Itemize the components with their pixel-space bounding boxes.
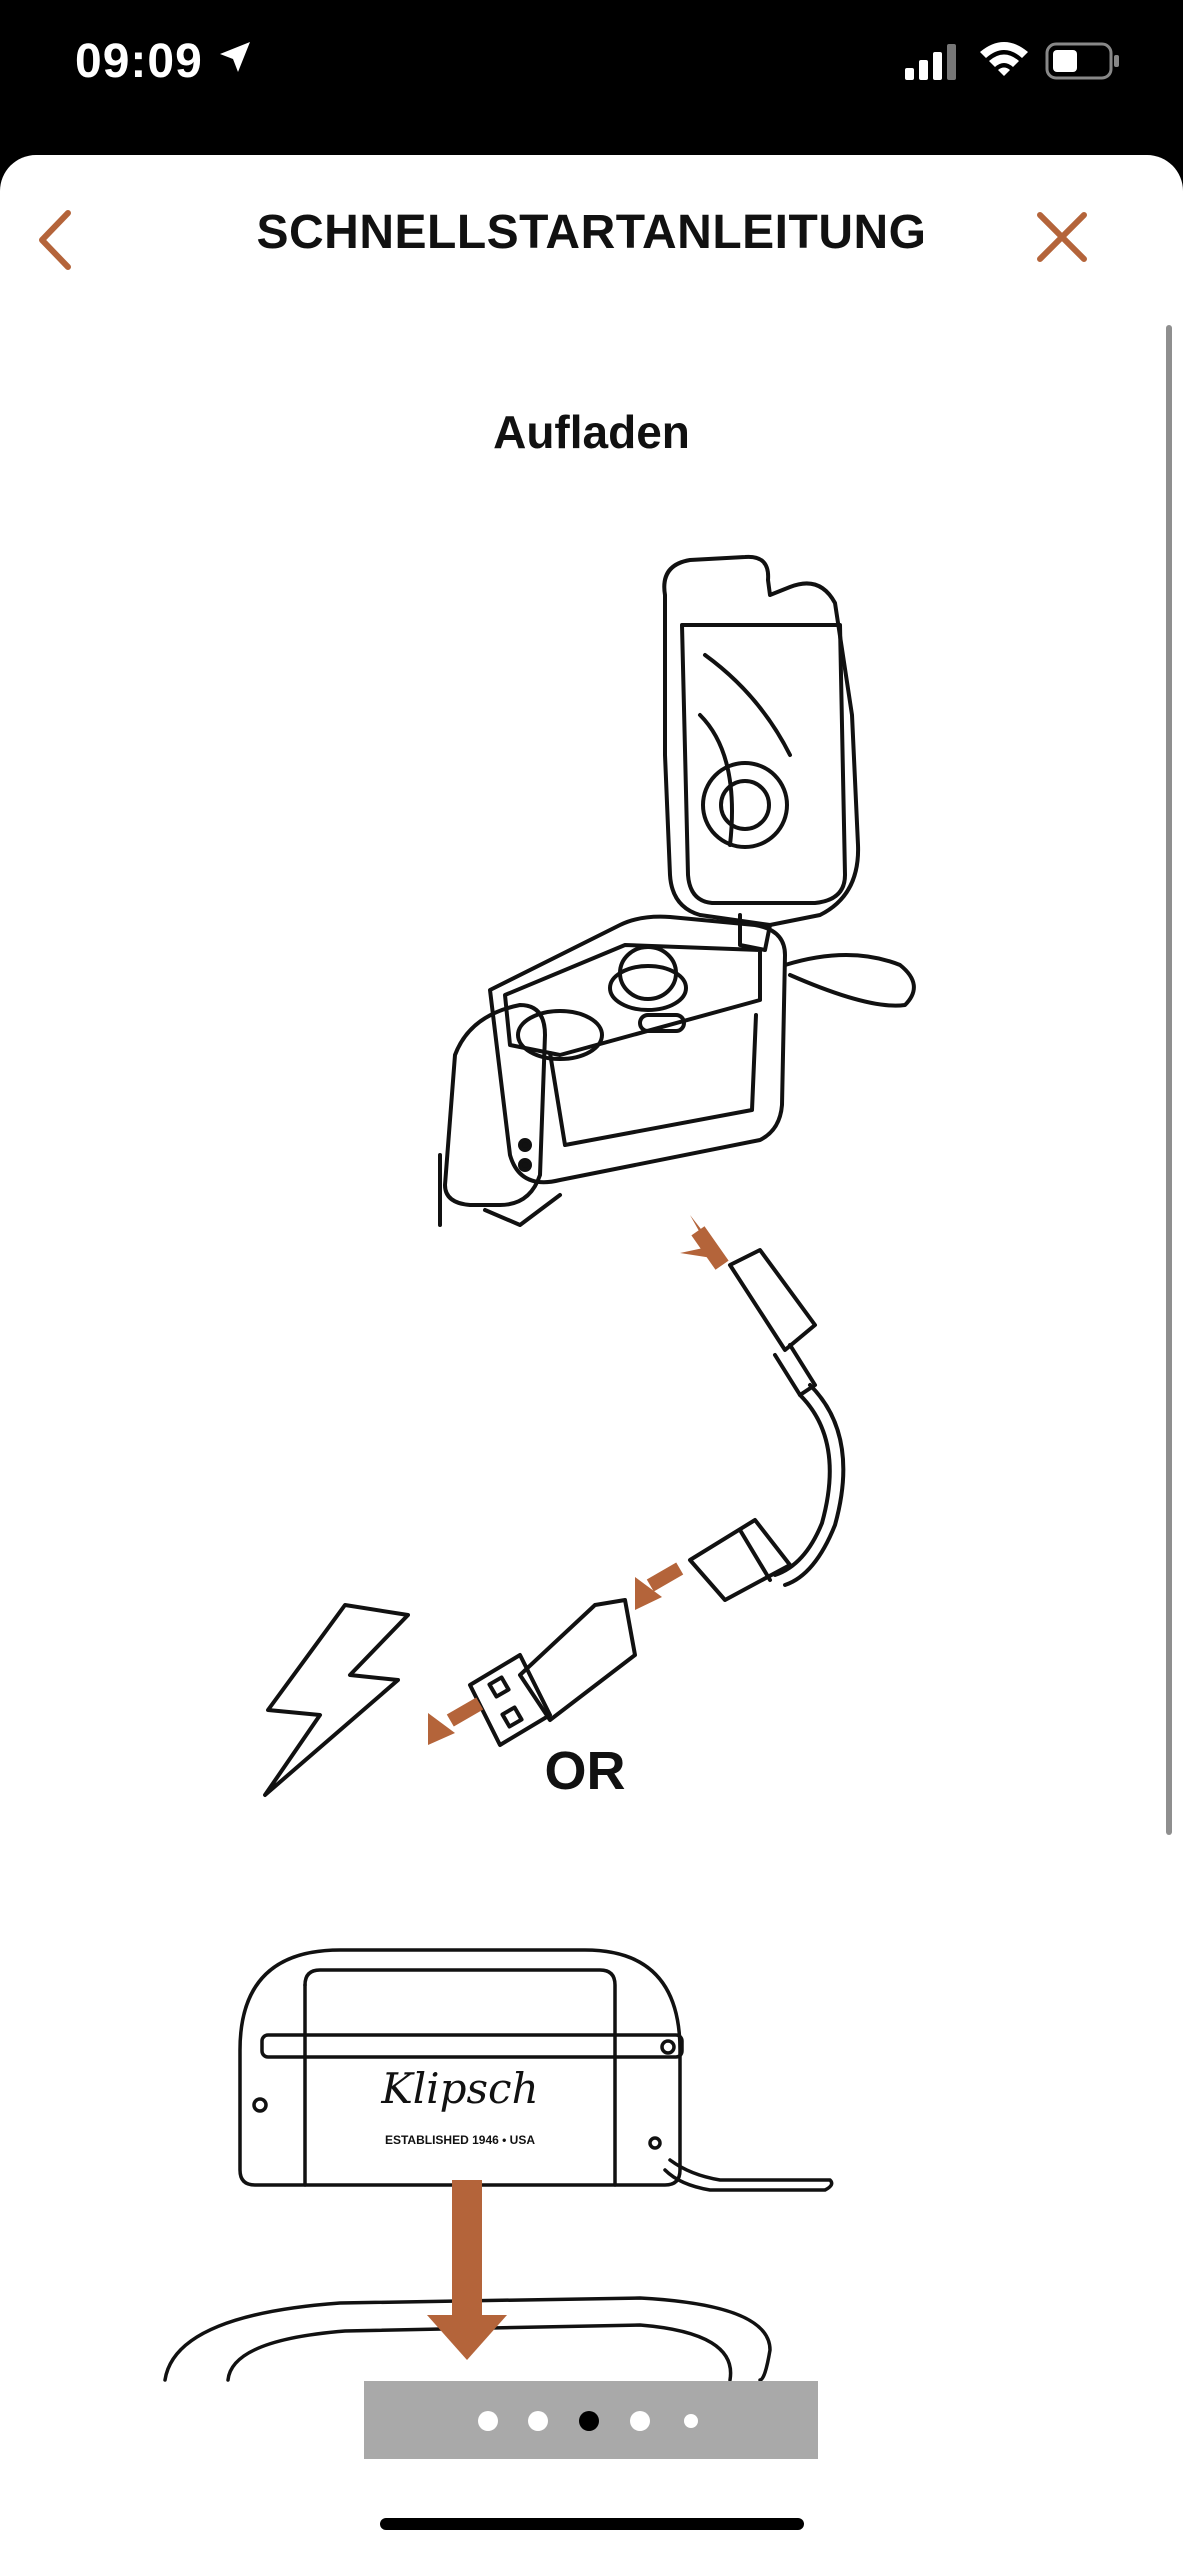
wifi-icon (980, 42, 1028, 76)
page-dot[interactable] (630, 2411, 650, 2431)
status-bar: 09:09 (0, 0, 1183, 155)
down-arrow-icon (427, 2180, 507, 2360)
or-divider-label: OR (544, 1741, 626, 1801)
charging-illustration (263, 554, 916, 1797)
page-title: SCHNELLSTARTANLEITUNG (256, 206, 927, 259)
status-time: 09:09 (75, 35, 203, 88)
page-dot[interactable] (528, 2411, 548, 2431)
lightning-bolt-icon (263, 1603, 410, 1797)
case-lid (662, 554, 861, 927)
section-title: Aufladen (493, 406, 690, 458)
home-indicator[interactable] (380, 2518, 804, 2530)
chevron-left-icon[interactable] (30, 205, 80, 275)
guide-sheet: SCHNELLSTARTANLEITUNG Aufladen (0, 155, 1183, 2560)
page-dot[interactable] (684, 2414, 698, 2428)
location-arrow-icon (220, 42, 250, 72)
page-indicator (364, 2381, 818, 2459)
close-icon[interactable] (1032, 207, 1092, 267)
page-dot-active[interactable] (579, 2411, 599, 2431)
case-base (488, 914, 787, 1185)
signal-bars-icon (905, 44, 956, 80)
wireless-charging-illustration: Klipsch ESTABLISHED 1946 • USA (163, 1948, 834, 2382)
case-brand-logo: Klipsch (380, 2064, 538, 2113)
scrollbar[interactable] (1166, 325, 1172, 1835)
case-tagline: ESTABLISHED 1946 • USA (385, 2133, 535, 2147)
page-dot[interactable] (478, 2411, 498, 2431)
battery-icon (1045, 42, 1119, 80)
